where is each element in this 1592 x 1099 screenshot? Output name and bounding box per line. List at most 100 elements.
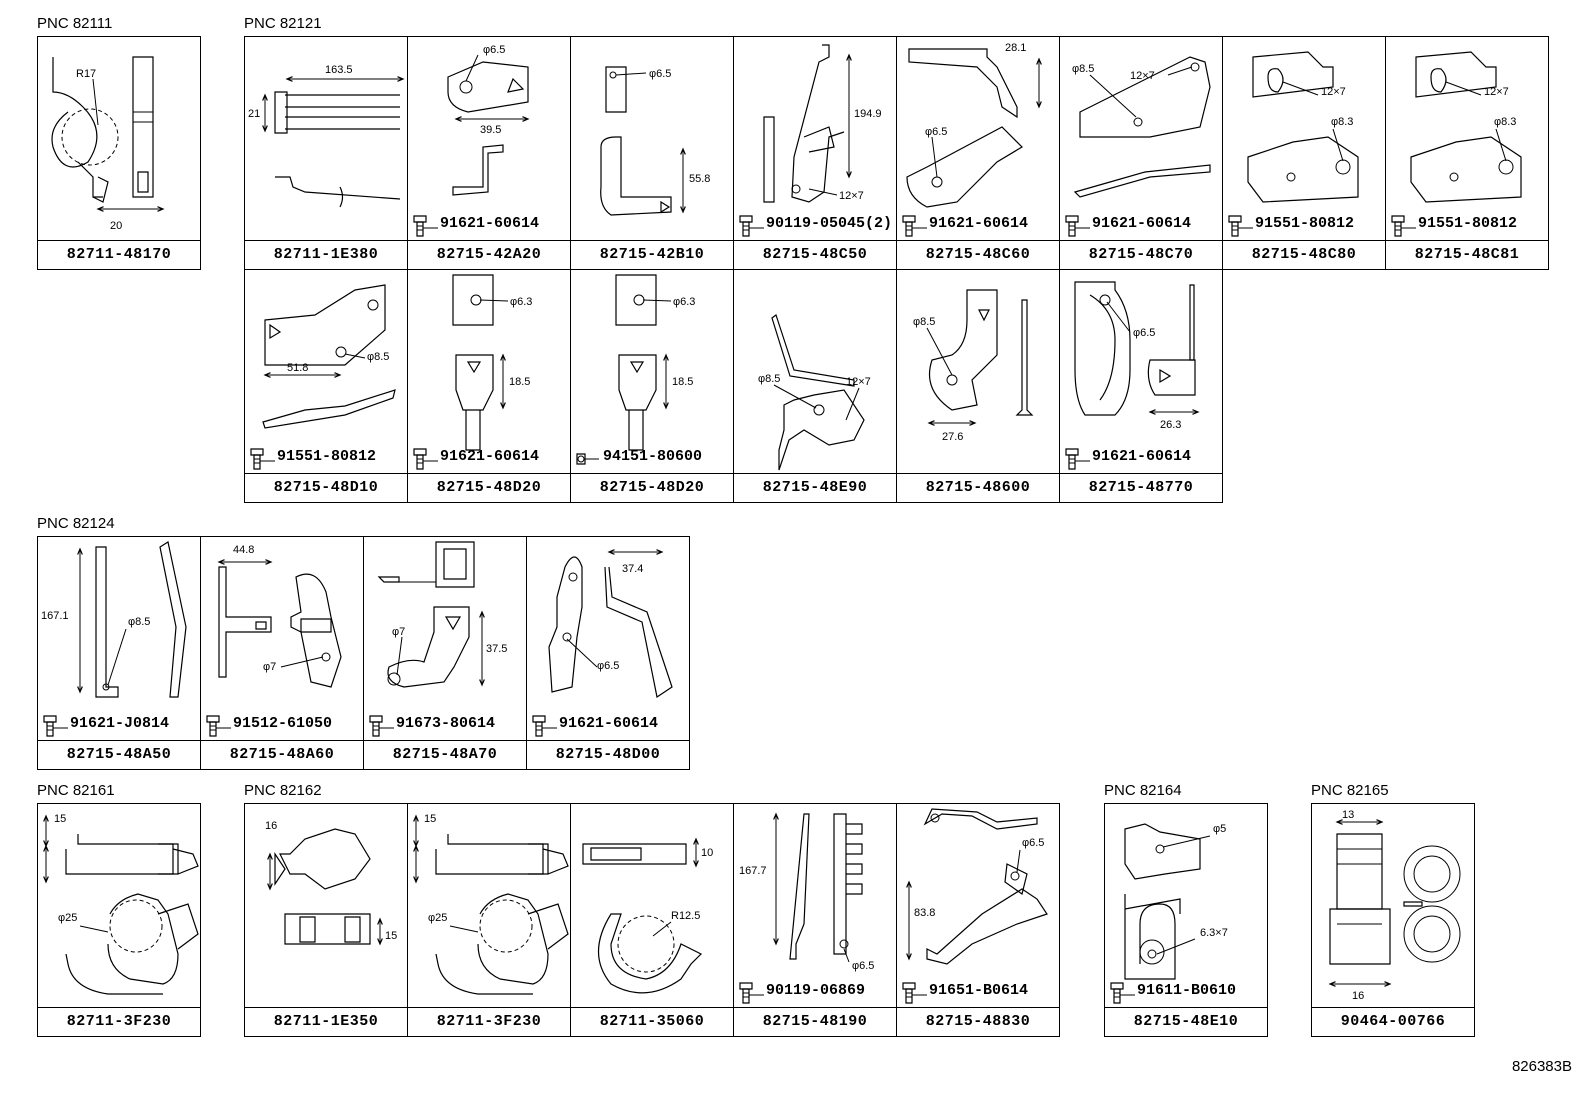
part-number: 82711-1E350 bbox=[245, 1007, 407, 1036]
part-number: 82715-48A60 bbox=[201, 740, 363, 769]
part-drawing: φ6.526.3 bbox=[1074, 281, 1200, 431]
dimension-label: φ8.5 bbox=[758, 373, 780, 385]
bolt-part-number: 91621-60614 bbox=[440, 448, 540, 465]
bolt-icon bbox=[902, 982, 927, 1004]
part-number: 82715-48D20 bbox=[408, 473, 570, 502]
dimension-label: φ6.5 bbox=[597, 660, 619, 672]
part-number: 82715-48E90 bbox=[734, 473, 896, 502]
dimension-label: R12.5 bbox=[671, 910, 700, 922]
part-drawing: 194.912×7 bbox=[763, 44, 882, 203]
bolt-callout: 91551-80812 bbox=[247, 444, 417, 470]
dimension-label: 28.1 bbox=[1005, 42, 1026, 54]
bolt-callout: 91621-60614 bbox=[1062, 444, 1232, 470]
part-drawing: φ6.555.8 bbox=[600, 66, 710, 216]
part-drawing: φ6.318.5 bbox=[615, 274, 695, 451]
part-number: 82715-48830 bbox=[897, 1007, 1059, 1036]
bolt-icon bbox=[1110, 982, 1135, 1004]
bolt-callout: 91551-80812 bbox=[1225, 211, 1395, 237]
dimension-label: 167.7 bbox=[739, 865, 767, 877]
nut-icon bbox=[576, 453, 599, 465]
part-number: 82715-48C60 bbox=[897, 240, 1059, 269]
bolt-icon bbox=[739, 982, 764, 1004]
dimension-label: φ6.5 bbox=[483, 44, 505, 56]
bolt-icon bbox=[1065, 448, 1090, 470]
bolt-icon bbox=[1065, 215, 1090, 237]
part-number: 82715-48600 bbox=[897, 473, 1059, 502]
bolt-icon bbox=[739, 215, 764, 237]
bolt-callout: 91621-60614 bbox=[1062, 211, 1232, 237]
dimension-label: 16 bbox=[265, 820, 277, 832]
bolt-icon bbox=[1391, 215, 1416, 237]
part-number: 82711-3F230 bbox=[408, 1007, 570, 1036]
part-drawing: 44.8φ7 bbox=[217, 544, 342, 688]
bolt-callout: 91512-61050 bbox=[203, 711, 373, 737]
part-number: 82715-48C81 bbox=[1386, 240, 1548, 269]
bolt-part-number: 91621-60614 bbox=[1092, 448, 1192, 465]
dimension-label: R17 bbox=[76, 68, 96, 80]
part-number: 82715-48E10 bbox=[1105, 1007, 1267, 1036]
part-drawing: 12×7φ8.3 bbox=[1410, 51, 1522, 203]
dimension-label: φ8.3 bbox=[1494, 116, 1516, 128]
dimension-label: 16 bbox=[1352, 990, 1364, 1002]
dimension-label: 12×7 bbox=[839, 190, 864, 202]
dimension-label: φ8.5 bbox=[128, 616, 150, 628]
dimension-label: φ6.5 bbox=[1022, 837, 1044, 849]
bolt-part-number: 91621-60614 bbox=[440, 215, 540, 232]
bolt-part-number: 94151-80600 bbox=[603, 448, 703, 465]
bolt-icon bbox=[902, 215, 927, 237]
dimension-label: φ6.5 bbox=[925, 126, 947, 138]
bolt-part-number: 91512-61050 bbox=[233, 715, 333, 732]
part-number: 82715-48A70 bbox=[364, 740, 526, 769]
dimension-label: 12×7 bbox=[1321, 86, 1346, 98]
bolt-icon bbox=[413, 215, 438, 237]
dimension-label: φ6.3 bbox=[510, 296, 532, 308]
dimension-label: φ8.3 bbox=[1331, 116, 1353, 128]
bolt-part-number: 91621-J0814 bbox=[70, 715, 170, 732]
pnc-label: PNC 82124 bbox=[37, 515, 115, 532]
bolt-icon bbox=[43, 715, 68, 737]
part-number: 82715-48C80 bbox=[1223, 240, 1385, 269]
part-number: 82715-48D20 bbox=[571, 473, 733, 502]
bolt-icon bbox=[532, 715, 557, 737]
dimension-label: φ8.5 bbox=[913, 316, 935, 328]
bolt-callout: 91551-80812 bbox=[1388, 211, 1558, 237]
part-drawing: 51.8φ8.5 bbox=[262, 284, 396, 429]
part-cell[interactable]: 16 15 82711-1E350 bbox=[244, 803, 408, 1037]
pnc-label: PNC 82111 bbox=[37, 15, 113, 32]
bolt-callout: 90119-05045(2) bbox=[736, 211, 906, 237]
part-number: 82715-42B10 bbox=[571, 240, 733, 269]
bolt-part-number: 91551-80812 bbox=[277, 448, 377, 465]
dimension-label: φ6.5 bbox=[852, 960, 874, 972]
dimension-label: 15 bbox=[385, 930, 397, 942]
